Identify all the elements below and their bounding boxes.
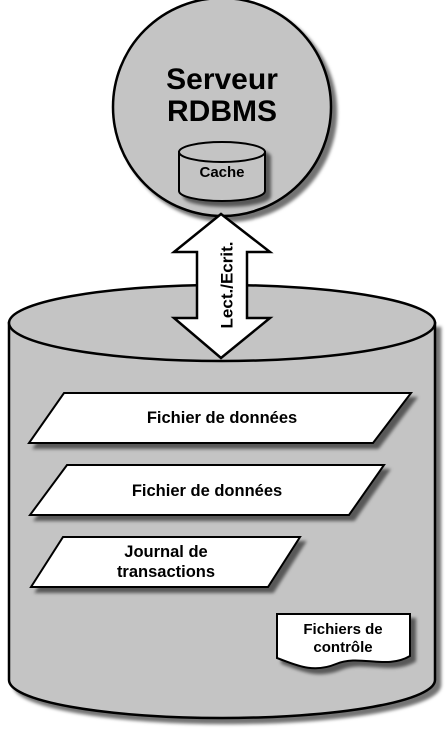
control-files-line1: Fichiers de	[303, 621, 382, 638]
control-files: Fichiers de contrôle	[276, 613, 411, 670]
read-write-arrow: Lect./Ecrit.	[170, 212, 274, 360]
data-file-2: Fichier de données	[28, 464, 386, 516]
data-file-shape	[28, 464, 386, 516]
rdbms-server: Serveur RDBMS Cache	[111, 0, 333, 218]
data-file-label: Fichier de données	[147, 409, 297, 427]
transaction-log-line1: Journal de	[124, 543, 207, 561]
server-title-line2: RDBMS	[167, 95, 277, 128]
double-arrow-icon	[170, 212, 274, 360]
arrow-label: Lect./Ecrit.	[217, 242, 236, 329]
server-title-line1: Serveur	[166, 63, 278, 96]
cache-cylinder	[178, 141, 266, 202]
control-files-shape	[276, 613, 411, 670]
control-files-line2: contrôle	[313, 639, 372, 656]
data-file-label: Fichier de données	[132, 482, 282, 500]
transaction-log-line2: transactions	[117, 563, 215, 581]
data-file-1: Fichier de données	[27, 392, 414, 444]
transaction-log: Journal de transactions	[29, 536, 302, 588]
transaction-log-shape	[29, 536, 302, 588]
data-file-shape	[27, 392, 414, 444]
cache-label: Cache	[199, 164, 244, 181]
